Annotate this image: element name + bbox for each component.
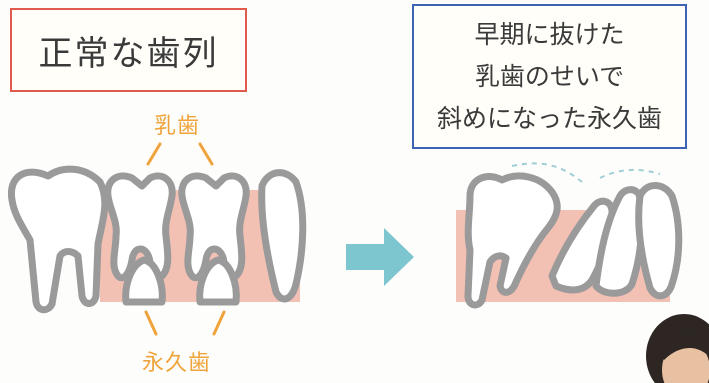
permanent-tooth-2 [196,256,240,306]
transition-arrow [346,228,414,286]
leader-perm-2 [212,310,226,336]
molar-left [7,165,109,314]
tilted-teeth-caption: 早期に抜けた 乳歯のせいで 斜めになった永久歯 [412,4,687,149]
permanent-tooth-1 [122,256,166,306]
tilted-molar [464,172,561,309]
dash-hint-2 [599,168,661,179]
normal-dentition-text: 正常な歯列 [38,33,219,74]
caption-line-3: 斜めになった永久歯 [436,103,662,133]
leader-baby-2 [198,142,214,166]
canine-right-diagram [635,182,683,300]
person-portrait [646,314,709,383]
leader-baby-1 [146,142,162,166]
caption-line-2: 乳歯のせいで [474,61,625,91]
leader-perm-1 [144,310,158,336]
caption-line-1: 早期に抜けた [474,19,625,49]
normal-dentition-label: 正常な歯列 [10,8,247,92]
baby-teeth-label: 乳歯 [154,114,201,139]
permanent-teeth-label: 永久歯 [142,351,212,376]
canine-left-diagram [258,169,307,303]
